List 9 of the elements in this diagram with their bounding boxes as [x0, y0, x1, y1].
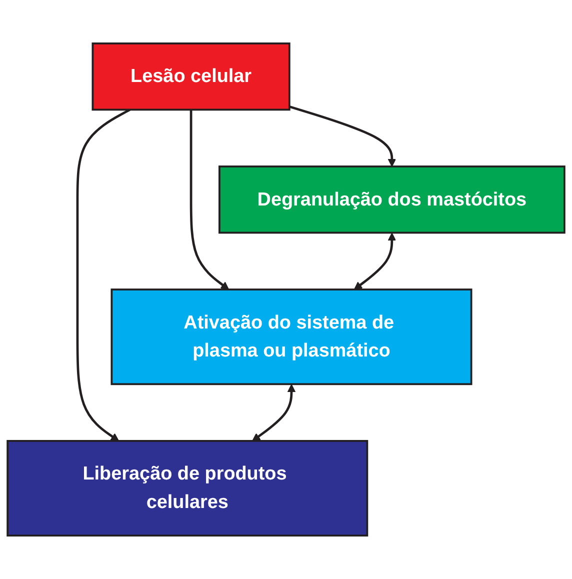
node-box: Liberação de produtos celulares	[6, 440, 368, 537]
node-box: Lesão celular	[92, 42, 290, 111]
arrow	[289, 106, 396, 167]
node-box: Ativação do sistema de plasma ou plasmático	[110, 288, 472, 386]
arrow	[354, 232, 396, 290]
arrow	[252, 384, 296, 442]
arrow	[76, 108, 130, 442]
arrow	[190, 110, 230, 290]
node-box: Degranulação dos mastócitos	[218, 166, 566, 234]
